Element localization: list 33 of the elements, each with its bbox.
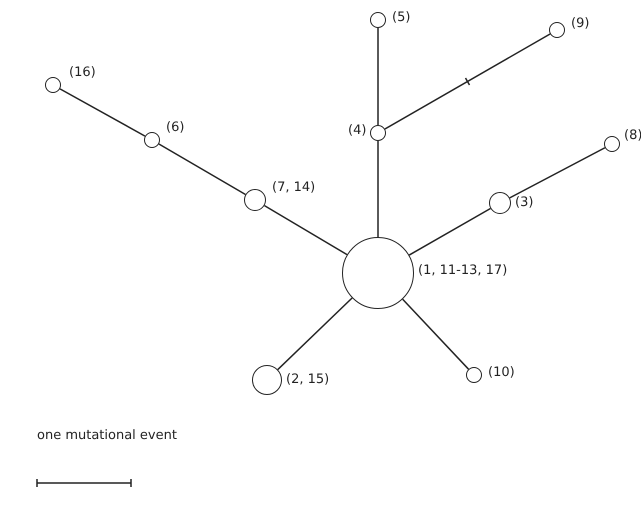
haplotype-circle — [466, 367, 482, 383]
network-line — [408, 208, 491, 256]
haplotype-circle — [370, 125, 386, 141]
network-line — [264, 204, 348, 256]
haplotype-label: (4) — [348, 123, 366, 139]
haplotype-label: (5) — [392, 10, 410, 26]
network-line — [158, 143, 246, 196]
haplotype-circle — [489, 192, 511, 214]
haplotype-circle — [549, 22, 565, 38]
haplotype-label: (7, 14) — [272, 180, 316, 196]
haplotype-circle — [370, 12, 386, 28]
haplotype-label: (16) — [69, 65, 96, 81]
haplotype-label: (1, 11-13, 17) — [418, 263, 508, 279]
network-line — [60, 88, 146, 137]
network-line — [384, 33, 550, 130]
haplotype-circle — [604, 136, 620, 152]
haplotype-label: (9) — [571, 16, 590, 32]
haplotype-label: (3) — [515, 195, 534, 211]
network-line — [277, 297, 353, 370]
haplotype-label: (10) — [488, 365, 515, 381]
network-line — [377, 28, 379, 125]
scale-caption: one mutational event — [37, 428, 177, 444]
haplotype-circle — [342, 237, 414, 309]
haplotype-label: (2, 15) — [286, 372, 330, 388]
haplotype-circle — [252, 365, 282, 395]
network-line — [509, 147, 606, 199]
network-line — [377, 141, 379, 237]
haplotype-label: (8) — [624, 128, 641, 144]
haplotype-circle — [45, 77, 61, 93]
haplotype-label: (6) — [166, 120, 184, 136]
network-line — [402, 298, 470, 370]
haplotype-circle — [144, 132, 160, 148]
haplotype-circle — [244, 189, 266, 211]
